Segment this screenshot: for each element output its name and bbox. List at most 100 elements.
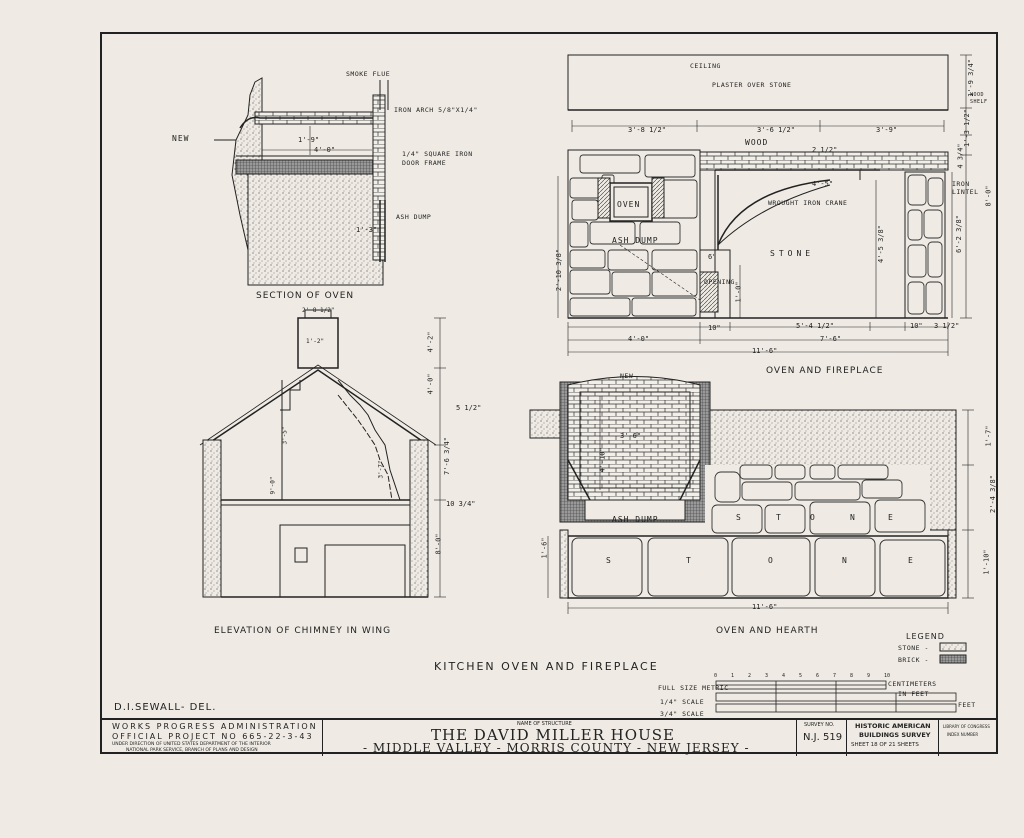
survey-cell: SURVEY NO. N.J. 519 xyxy=(796,720,846,756)
dim-hearth-right-mid: 2'-4 3/8" xyxy=(988,475,997,513)
scale-tick-label: 3 xyxy=(765,673,769,679)
label-stone-fireplace: STONE xyxy=(770,249,815,258)
scale-three-quarter-unit: FEET xyxy=(958,701,976,709)
dim-step-1: 3'-5" xyxy=(281,426,289,445)
dim-crane-width: 4'-5" xyxy=(812,180,834,188)
dim-oven-height: 4'-10" xyxy=(598,447,607,473)
structure-name: THE DAVID MILLER HOUSE xyxy=(431,726,675,744)
oven-and-fireplace xyxy=(557,54,972,356)
scale-tick-label: 0 xyxy=(714,673,718,679)
dim-hearth-right-low: 1'-10" xyxy=(982,549,991,575)
dim-hearth-left-low: 1'-6" xyxy=(540,537,549,559)
dim-jamb-right: 10" xyxy=(910,322,923,330)
dim-section-height: 1'-9" xyxy=(298,136,320,144)
survey-no-label: SURVEY NO. xyxy=(804,722,835,728)
org-cell: HISTORIC AMERICAN BUILDINGS SURVEY SHEET… xyxy=(846,720,938,756)
dim-chimney-flue: 1'-2" xyxy=(306,338,325,345)
survey-org-1: HISTORIC AMERICAN xyxy=(855,722,931,730)
dim-jamb-left: 10" xyxy=(708,324,721,332)
dim-base-height: 8'-0" xyxy=(434,533,443,555)
elevation-of-chimney xyxy=(199,309,446,598)
dim-top-3: 3'-9" xyxy=(876,126,898,134)
label-wood-shelf: WOOD SHELF xyxy=(970,92,988,105)
caption-elevation-of-chimney: ELEVATION OF CHIMNEY IN WING xyxy=(214,626,392,636)
label-ash-dump-fireplace: ASH DUMP xyxy=(612,236,659,245)
legend-title: LEGEND xyxy=(906,632,945,641)
stone-lower-letter: S xyxy=(606,556,612,565)
scale-metric-label: FULL SIZE METRIC xyxy=(658,684,729,692)
dim-top-1: 3'-8 1/2" xyxy=(628,126,666,134)
dim-section-small: 1'-3" xyxy=(356,226,378,234)
legend-swatches xyxy=(939,642,967,664)
caption-section-of-oven: SECTION OF OVEN xyxy=(256,291,355,301)
name-of-structure-label: NAME OF STRUCTURE xyxy=(517,721,572,727)
section-of-oven xyxy=(214,77,389,286)
scale-tick-label: 1 xyxy=(731,673,735,679)
caption-oven-and-hearth: OVEN AND HEARTH xyxy=(716,626,819,636)
dim-top-c: 4 3/4" xyxy=(956,143,965,169)
archive-cell: LIBRARY OF CONGRESS INDEX NUMBER xyxy=(938,720,998,756)
label-ceiling: CEILING xyxy=(690,62,721,70)
scale-tick-label: 5 xyxy=(799,673,803,679)
drawing-border xyxy=(100,32,998,754)
dim-top-b: 1'-3 1/2" xyxy=(962,109,971,147)
sheet-title: KITCHEN OVEN AND FIREPLACE xyxy=(434,660,659,673)
scale-metric-unit: CENTIMETERS xyxy=(888,680,937,688)
agency-line-4: NATIONAL PARK SERVICE, BRANCH OF PLANS A… xyxy=(126,748,258,753)
stone-upper-letter: S xyxy=(736,513,742,522)
title-block: WORKS PROGRESS ADMINISTRATION OFFICIAL P… xyxy=(100,718,998,756)
dim-ash-width: 6" xyxy=(708,253,717,261)
label-smoke-flue: SMOKE FLUE xyxy=(346,70,391,78)
dim-height-crane: 4'-5 3/8" xyxy=(876,225,885,263)
stone-upper-letter: E xyxy=(888,513,894,522)
scale-quarter-label: 1/4" SCALE xyxy=(660,698,705,706)
scale-tick-label: 2 xyxy=(748,673,752,679)
scale-tick-label: 8 xyxy=(850,673,854,679)
caption-oven-and-fireplace: OVEN AND FIREPLACE xyxy=(766,366,884,376)
dim-top-a: 1'-9 3/4" xyxy=(966,59,975,97)
stone-upper-letter: O xyxy=(810,513,816,522)
label-iron-lintel: IRON LINTEL xyxy=(952,180,979,196)
dim-width-right: 7'-6" xyxy=(820,335,842,343)
dim-stack-mid: 4'-0" xyxy=(426,373,435,395)
scale-tick-label: 10 xyxy=(884,673,891,679)
label-ash-dump-hearth: ASH DUMP xyxy=(612,515,659,524)
label-iron-arch: IRON ARCH 5/8"X1/4" xyxy=(394,106,478,114)
dim-top-2: 3'-6 1/2" xyxy=(757,126,795,134)
sheet-number: SHEET 18 OF 21 SHEETS xyxy=(851,742,919,748)
dim-chimney-top: 2'-8 1/2" xyxy=(302,307,335,314)
scale-tick-label: 9 xyxy=(867,673,871,679)
label-crane: WROUGHT IRON CRANE xyxy=(768,199,848,207)
stone-lower-letter: E xyxy=(908,556,914,565)
stone-lower-letter: T xyxy=(686,556,692,565)
dim-beam: 2 1/2" xyxy=(812,146,838,154)
stone-lower-letter: N xyxy=(842,556,848,565)
stone-upper-letter: N xyxy=(850,513,856,522)
legend-item-stone: STONE - xyxy=(898,644,929,652)
label-new-hearth: NEW xyxy=(620,372,634,380)
title-cell: NAME OF STRUCTURE THE DAVID MILLER HOUSE… xyxy=(322,720,796,756)
label-door-frame: 1/4" SQUARE IRON DOOR FRAME xyxy=(402,150,473,167)
label-plaster: PLASTER OVER STONE xyxy=(712,81,792,89)
agency-line-2: OFFICIAL PROJECT NO 665-22-3-43 xyxy=(112,732,314,741)
legend-item-brick: BRICK - xyxy=(898,656,929,664)
label-ash-dump-section: ASH DUMP xyxy=(396,213,432,221)
label-opening: OPENING xyxy=(704,278,735,286)
survey-org-2: BUILDINGS SURVEY xyxy=(859,731,931,739)
dim-section-depth: 4'-0" xyxy=(314,146,336,154)
scale-tick-label: 7 xyxy=(833,673,837,679)
dim-stack-height: 4'-2" xyxy=(426,331,435,353)
archive-line-2: INDEX NUMBER xyxy=(947,732,979,737)
dim-plate: 10 3/4" xyxy=(446,500,476,508)
structure-location: - MIDDLE VALLEY - MORRIS COUNTY - NEW JE… xyxy=(363,741,750,755)
scale-tick-label: 4 xyxy=(782,673,786,679)
dim-height-open: 6'-2 3/8" xyxy=(954,215,963,253)
delineator: D.I.SEWALL- DEL. xyxy=(114,702,217,713)
stone-upper-letter: T xyxy=(776,513,782,522)
scale-bars xyxy=(715,680,957,713)
dim-oven-depth: 3'-6" xyxy=(620,432,642,440)
archive-line-1: LIBRARY OF CONGRESS xyxy=(943,724,990,729)
agency-line-1: WORKS PROGRESS ADMINISTRATION xyxy=(112,722,318,731)
scale-quarter-unit: IN FEET xyxy=(898,690,929,698)
